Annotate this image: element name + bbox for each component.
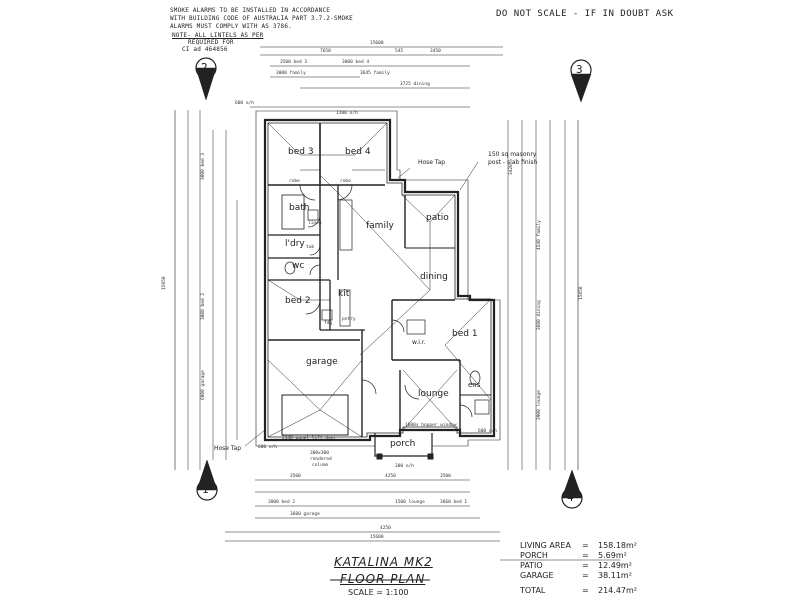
tub-label: tub — [306, 245, 315, 250]
room-laundry: l'dry — [285, 239, 305, 249]
column-label-line3: column — [312, 463, 329, 468]
area-value: 5.69m² — [598, 551, 627, 560]
lintel-note-line3: CI ad 464856 — [182, 46, 228, 53]
dim-top-c: 3450 — [430, 49, 441, 54]
dim-left-overall: 15850 — [162, 276, 167, 290]
dim-bottom-h: 4250 — [380, 526, 391, 531]
room-bed-1: bed 1 — [452, 329, 478, 339]
dim-left-a: 3000 bed 3 — [201, 152, 206, 180]
room-wir: w.i.r. — [412, 339, 426, 346]
section-marker-1: 1 — [202, 483, 209, 496]
slab-note-line1: 150 sq masonry — [488, 151, 537, 158]
area-value: 158.18m² — [598, 541, 637, 550]
area-eq: = — [582, 551, 589, 560]
slab-note-line2: post - slab finish — [488, 159, 538, 166]
room-lounge: lounge — [418, 389, 449, 399]
area-total-label: TOTAL — [520, 586, 546, 595]
smoke-alarm-note-line3: ALARMS MUST COMPLY WITH AS 3786. — [170, 23, 292, 30]
room-family: family — [366, 221, 394, 231]
room-bed-3: bed 3 — [288, 147, 314, 157]
section-marker-3: 3 — [576, 63, 583, 76]
room-kitchen: kit — [338, 289, 350, 299]
area-label: LIVING AREA — [520, 541, 571, 550]
dim-bottom-c: 3500 — [440, 474, 451, 479]
overhang-right-label: 600 o/h — [478, 429, 497, 434]
drawing-sheet-name: FLOOR PLAN — [340, 572, 426, 586]
lintel-note-line2: REQUIRED FOR — [188, 39, 234, 46]
room-bath: bath — [289, 203, 310, 213]
room-wc: wc — [292, 261, 305, 271]
dim-top-h: 3725 dining — [400, 82, 430, 87]
robe-label-bed3: robe — [289, 179, 300, 184]
room-patio: patio — [426, 213, 449, 223]
area-total-value: 214.47m² — [598, 586, 637, 595]
overhang-left-label: 600 o/h — [258, 445, 277, 450]
room-porch: porch — [390, 439, 416, 449]
smoke-alarm-note-line1: SMOKE ALARMS TO BE INSTALLED IN ACCORDAN… — [170, 7, 331, 14]
dim-top-b: 545 — [395, 49, 404, 54]
linen-label: linen — [308, 221, 322, 226]
dim-bottom-a: 3500 — [290, 474, 301, 479]
room-bed-2: bed 2 — [285, 296, 311, 306]
dim-left-b: 3000 bed 2 — [201, 292, 206, 320]
dim-top-g: 3645 family — [360, 71, 390, 76]
dim-top-a: 7650 — [320, 49, 331, 54]
drawing-title: KATALINA MK2 — [334, 555, 433, 569]
dim-bottom-f: 3660 bed 1 — [440, 500, 468, 505]
section-marker-2: 2 — [201, 61, 208, 74]
area-label: PATIO — [520, 561, 543, 570]
drawing-scale: SCALE = 1:100 — [348, 588, 409, 597]
column-label-line1: 300x300 — [310, 451, 329, 456]
room-ensuite: ens — [468, 381, 481, 389]
dim-top-f: 3000 family — [276, 71, 306, 76]
lounge-window-label: 1880x hopper window — [405, 423, 457, 428]
lintel-note-line1: NOTE- ALL LINTELS AS PER — [172, 32, 264, 39]
dim-right-c: 3600 dining — [537, 300, 542, 330]
area-label: GARAGE — [520, 571, 554, 580]
dim-top-overall: 15600 — [370, 41, 384, 46]
dim-right-d: 3900 lounge — [537, 390, 542, 420]
area-eq: = — [582, 571, 589, 580]
do-not-scale-note: DO NOT SCALE - IF IN DOUBT ASK — [496, 9, 674, 19]
pantry-label: pntry — [342, 317, 356, 322]
dim-bottom-b: 4250 — [385, 474, 396, 479]
dim-right-b: 4540 family — [537, 220, 542, 250]
dim-top-e: 3000 bed 4 — [342, 60, 370, 65]
dim-bottom-e: 1500 lounge — [395, 500, 425, 505]
smoke-alarm-note-line2: WITH BUILDING CODE OF AUSTRALIA PART 3.7… — [170, 15, 353, 22]
area-eq: = — [582, 541, 589, 550]
area-value: 12.49m² — [598, 561, 632, 570]
fridge-label: fdg — [324, 321, 333, 326]
dim-bottom-g: 3600 garage — [290, 512, 320, 517]
area-label: PORCH — [520, 551, 548, 560]
area-total-eq: = — [582, 586, 589, 595]
area-value: 38.11m² — [598, 571, 632, 580]
dim-top-d: 3500 bed 3 — [280, 60, 308, 65]
hose-tap-label-bottom: Hose Tap — [214, 445, 242, 452]
area-eq: = — [582, 561, 589, 570]
section-marker-4: 4 — [567, 491, 574, 504]
dim-left-c: 6000 garage — [201, 370, 206, 400]
room-garage: garage — [306, 357, 338, 367]
dim-bottom-overall: 15600 — [370, 535, 384, 540]
hose-tap-label-top: Hose Tap — [418, 159, 446, 166]
dim-right-overall: 15850 — [579, 286, 584, 300]
overhang-porch-label: 300 o/h — [395, 464, 414, 469]
linen-top-label: 1200 o/h — [336, 111, 358, 116]
overhang-top-label: 600 o/h — [235, 101, 254, 106]
column-label-line2: rendered — [310, 457, 332, 462]
dim-bottom-d: 3000 bed 2 — [268, 500, 296, 505]
room-dining: dining — [420, 272, 448, 282]
garage-door-label: 2148 panel lift door — [282, 436, 337, 441]
robe-label-bed4: robe — [340, 179, 351, 184]
room-bed-4: bed 4 — [345, 147, 371, 157]
